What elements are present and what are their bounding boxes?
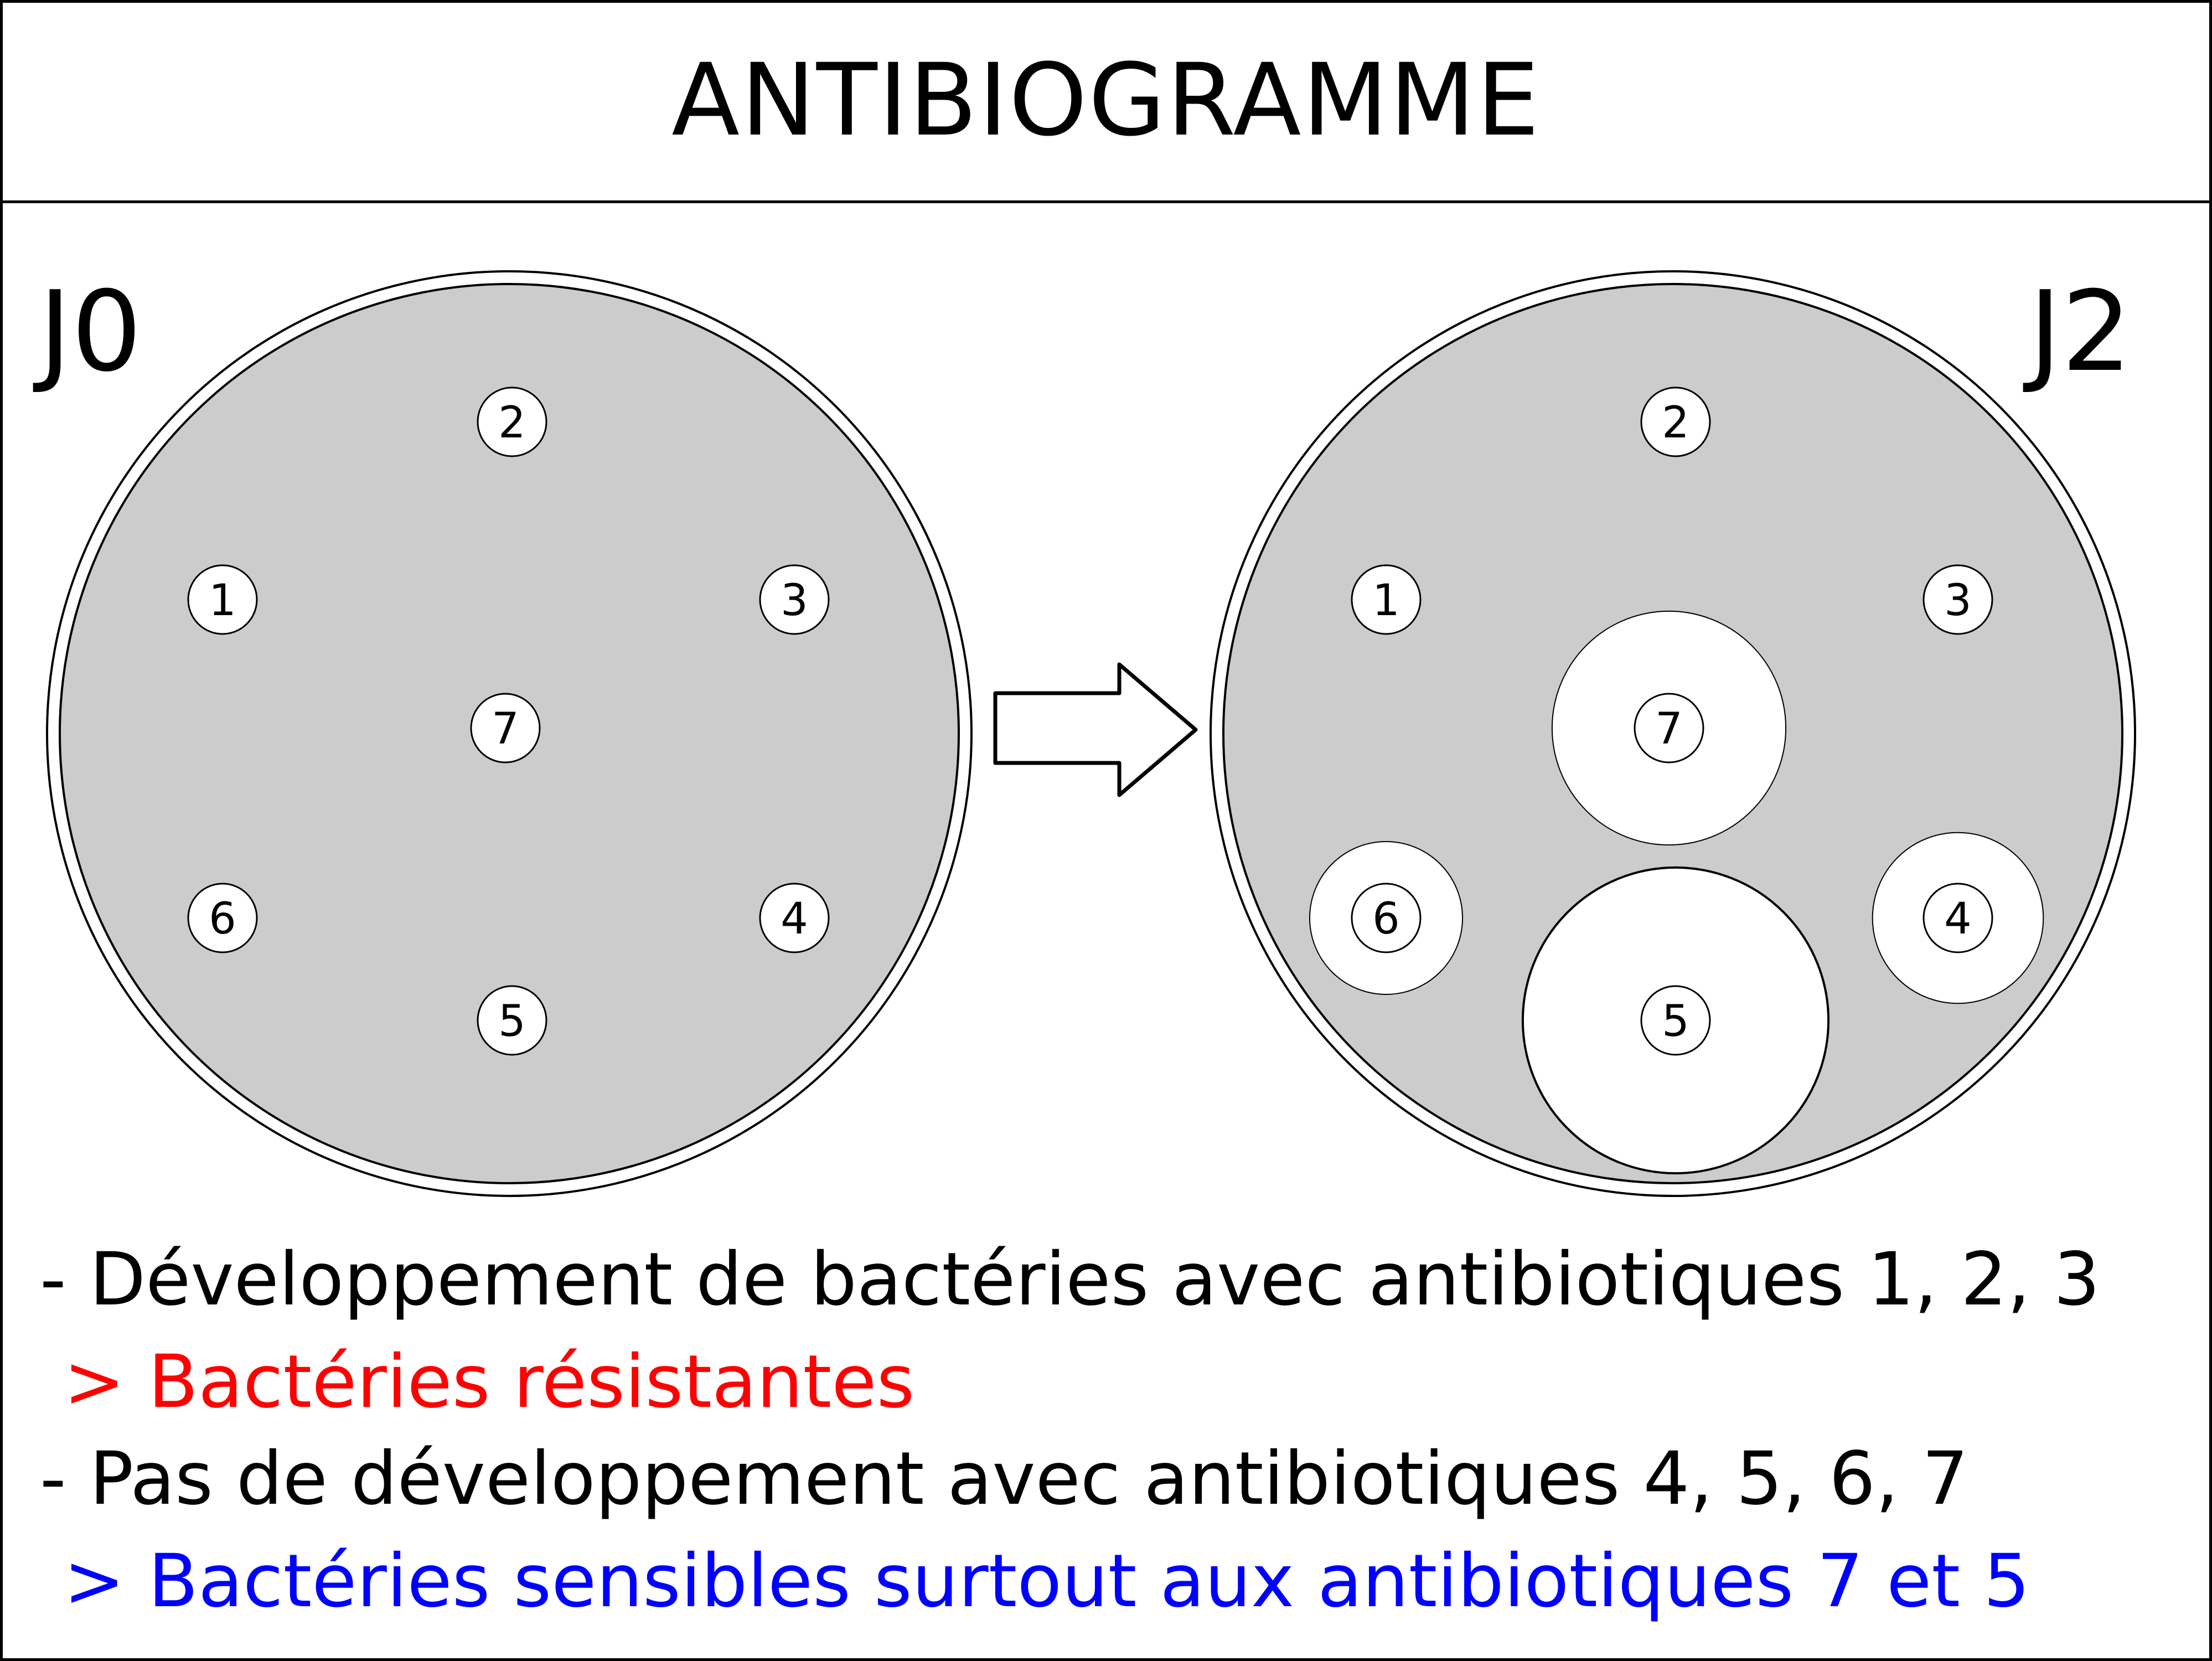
disk-circle [759, 564, 830, 635]
antibiotic-disk-6: 6 [187, 883, 258, 953]
disk-circle [187, 564, 258, 635]
disk-number: 5 [1662, 997, 1689, 1046]
antibiotic-disk-1: 1 [187, 564, 258, 635]
plate-label-j2: J2 [2029, 267, 2132, 396]
antibiotic-disk-6: 6 [1351, 883, 1422, 953]
disk-circle [1922, 883, 1993, 953]
disk-number: 2 [498, 398, 526, 448]
disk-number: 4 [781, 894, 808, 944]
legend-line-sensitive: > Bactéries sensibles surtout aux antibi… [64, 1539, 2030, 1624]
legend-line-resistant: > Bactéries résistantes [64, 1339, 915, 1425]
disk-circle [759, 883, 830, 953]
right-arrow-icon [993, 662, 1198, 797]
disk-number: 6 [209, 894, 236, 944]
antibiotic-disk-5: 5 [477, 985, 547, 1056]
antibiotic-disks-j2: 1 2 3 4 5 6 7 [1351, 386, 1993, 1056]
disk-circle [470, 693, 541, 764]
plate-label-j0: J0 [39, 267, 142, 396]
disk-circle [1351, 883, 1422, 953]
antibiotic-disk-7: 7 [1634, 693, 1704, 764]
antibiotic-disk-5: 5 [1640, 985, 1711, 1056]
disk-number: 7 [1655, 704, 1683, 754]
antibiotic-disk-4: 4 [1922, 883, 1993, 953]
disk-circle [187, 883, 258, 953]
antibiotic-disk-7: 7 [470, 693, 541, 764]
disk-number: 6 [1372, 894, 1400, 944]
antibiotic-disk-4: 4 [759, 883, 830, 953]
antibiotic-disks-j0: 1 2 3 4 5 6 7 [187, 386, 830, 1056]
disk-circle [477, 985, 547, 1056]
title-bar: ANTIBIOGRAMME [0, 0, 2212, 203]
disk-number: 1 [209, 576, 236, 626]
legend-line-no-growth: - Pas de développement avec antibiotique… [40, 1436, 1969, 1521]
disk-circle [477, 386, 547, 457]
disk-circle [1640, 386, 1711, 457]
legend-line-growth: - Développement de bactéries avec antibi… [40, 1237, 2100, 1322]
petri-dish-j0: 1 2 3 4 5 6 7 [46, 270, 973, 1197]
page-title: ANTIBIOGRAMME [671, 42, 1541, 158]
antibiotic-disk-3: 3 [1922, 564, 1993, 635]
disk-circle [1351, 564, 1422, 635]
petri-dish-j2: 1 2 3 4 5 6 7 [1210, 270, 2136, 1197]
disk-number: 4 [1944, 894, 1972, 944]
disk-number: 5 [498, 997, 526, 1046]
disk-number: 7 [492, 704, 519, 754]
disk-number: 3 [1944, 576, 1972, 626]
disk-circle [1640, 985, 1711, 1056]
disk-number: 2 [1662, 398, 1689, 448]
disk-number: 3 [781, 576, 808, 626]
antibiotic-disk-1: 1 [1351, 564, 1422, 635]
disk-circle [1922, 564, 1993, 635]
antibiotic-disk-3: 3 [759, 564, 830, 635]
antibiotic-disk-2: 2 [1640, 386, 1711, 457]
antibiotic-disk-2: 2 [477, 386, 547, 457]
disk-number: 1 [1372, 576, 1400, 626]
disk-circle [1634, 693, 1704, 764]
